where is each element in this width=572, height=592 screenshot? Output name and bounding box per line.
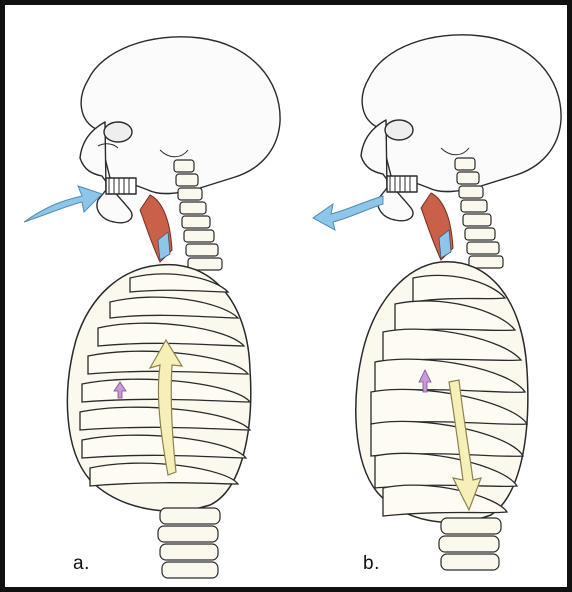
lumbar-vertebrae: [158, 508, 220, 578]
lumbar-vertebrae: [439, 518, 501, 570]
skeleton-illustration-b: [291, 10, 572, 592]
panel-b: b.: [291, 10, 572, 592]
panel-label-a: a.: [73, 553, 90, 575]
teeth: [106, 178, 136, 194]
air-outward-arrow: [313, 196, 383, 230]
eye-socket: [104, 122, 132, 142]
skeleton-illustration-a: [10, 10, 291, 592]
panel-label-b: b.: [363, 553, 380, 575]
air-inward-arrow: [24, 186, 102, 222]
teeth: [387, 176, 417, 192]
panel-a: a.: [10, 10, 291, 592]
eye-socket: [385, 120, 413, 140]
